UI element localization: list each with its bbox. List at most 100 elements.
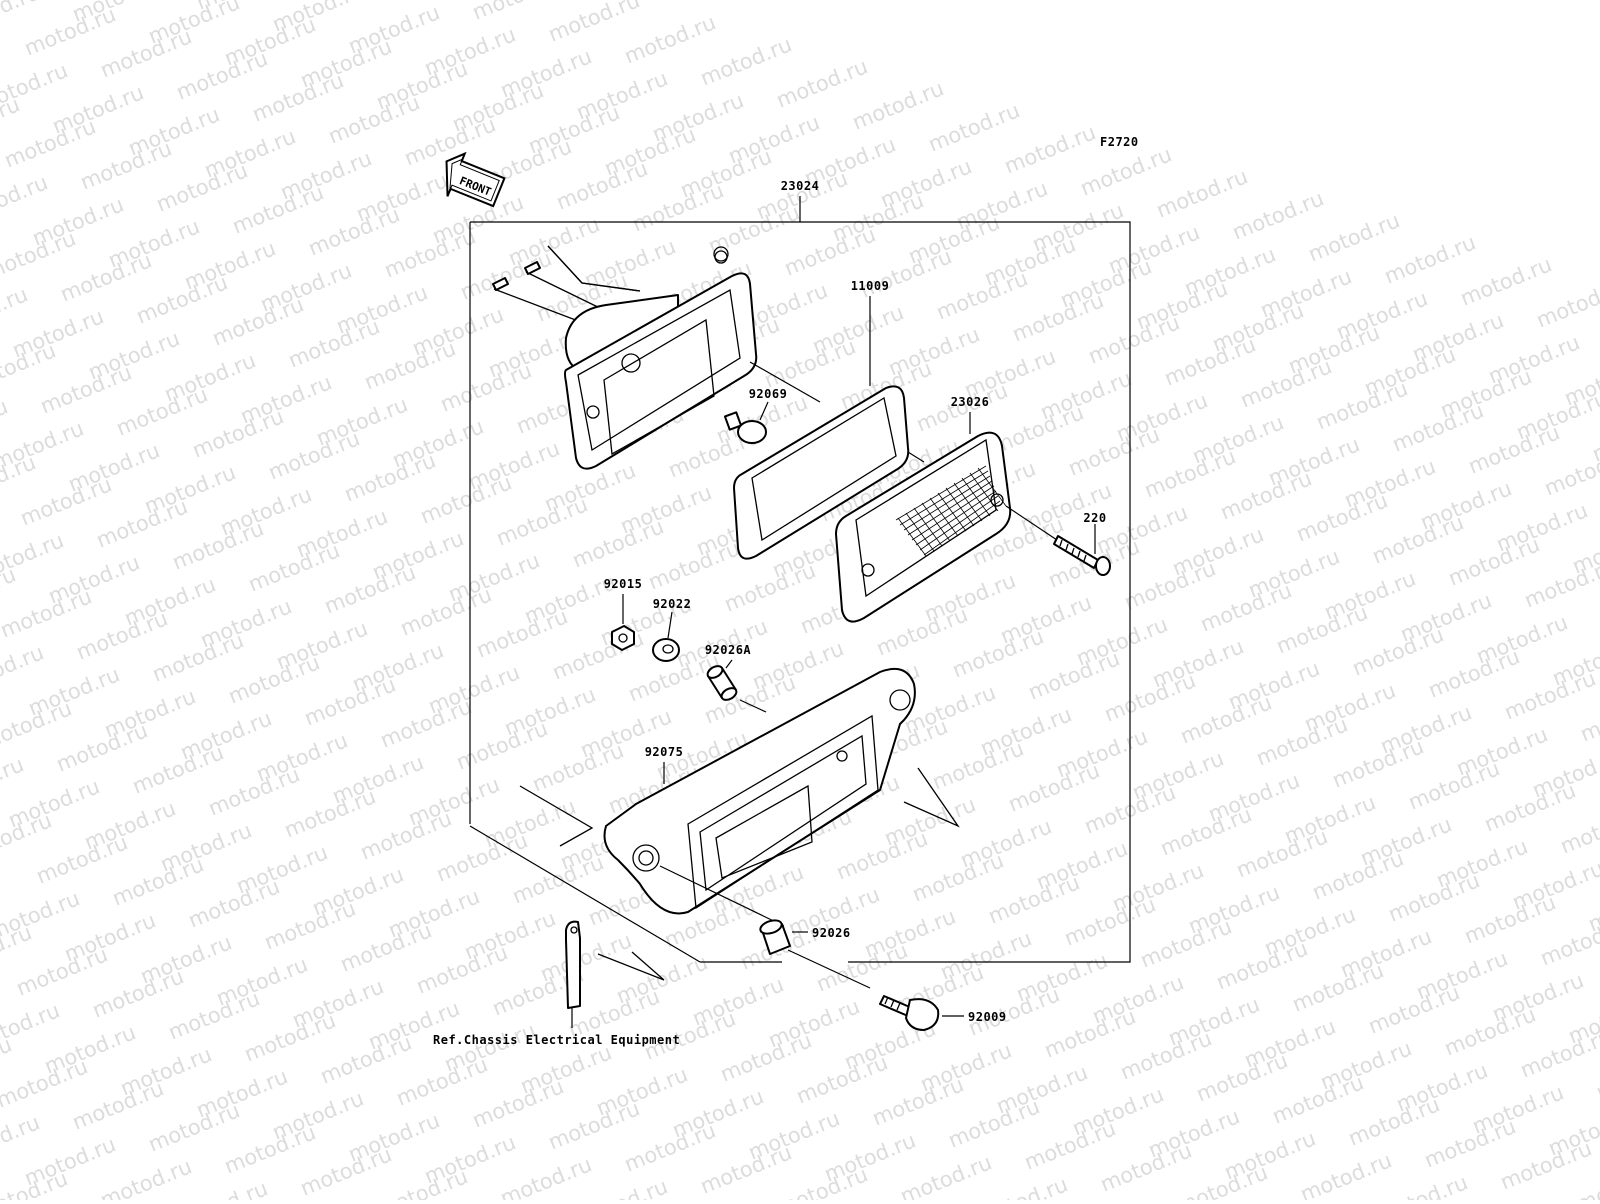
lens-grid-line xyxy=(921,502,951,542)
watermark-text: motod.ru xyxy=(545,1096,643,1154)
watermark-text: motod.ru xyxy=(1193,1048,1291,1106)
watermark-text: motod.ru xyxy=(645,536,743,594)
watermark-text: motod.ru xyxy=(1141,444,1239,502)
label-92075: 92075 xyxy=(645,745,684,759)
lens-grid-line xyxy=(895,465,987,521)
watermark-text: motod.ru xyxy=(1305,208,1403,266)
watermark-text: motod.ru xyxy=(1465,420,1563,478)
watermark-text: motod.ru xyxy=(149,628,247,686)
watermark-text: motod.ru xyxy=(1313,376,1411,434)
watermark-text: motod.ru xyxy=(705,200,803,258)
watermark-text: motod.ru xyxy=(301,672,399,730)
watermark-text: motod.ru xyxy=(265,426,363,484)
watermark-text: motod.ru xyxy=(109,852,207,910)
watermark-text: motod.ru xyxy=(1021,1116,1119,1174)
front-arrow-icon: FRONT xyxy=(445,151,506,208)
watermark-text: motod.ru xyxy=(697,1140,795,1198)
watermark-text: motod.ru xyxy=(381,224,479,282)
watermark-text: motod.ru xyxy=(361,336,459,394)
label-92026: 92026 xyxy=(812,926,851,940)
watermark-text: motod.ru xyxy=(189,404,287,462)
watermark-text: motod.ru xyxy=(1097,1138,1195,1196)
watermark-text: motod.ru xyxy=(241,1008,339,1066)
watermark-text: motod.ru xyxy=(397,582,495,640)
watermark-text: motod.ru xyxy=(925,98,1023,156)
watermark-text: motod.ru xyxy=(621,10,719,68)
watermark-text: motod.ru xyxy=(437,358,535,416)
watermark-text: motod.ru xyxy=(1213,936,1311,994)
watermark-text: motod.ru xyxy=(1557,800,1600,858)
watermark-text: motod.ru xyxy=(973,1172,1071,1200)
watermark-text: motod.ru xyxy=(0,282,31,340)
watermark-text: motod.ru xyxy=(413,940,511,998)
watermark-text: motod.ru xyxy=(849,76,947,134)
screw-220 xyxy=(1005,505,1111,576)
watermark-text: motod.ru xyxy=(357,806,455,864)
watermark-text: motod.ru xyxy=(1461,890,1559,948)
watermark-text: motod.ru xyxy=(1309,846,1407,904)
chassis-strap xyxy=(565,920,581,1028)
watermark-text: motod.ru xyxy=(393,1052,491,1110)
watermark-text: motod.ru xyxy=(1389,398,1487,456)
watermark-text: motod.ru xyxy=(1293,488,1391,546)
watermark-text: motod.ru xyxy=(1497,1136,1595,1194)
watermark-text: motod.ru xyxy=(1517,1024,1600,1082)
watermark-text: motod.ru xyxy=(153,158,251,216)
watermark-text: motod.ru xyxy=(1065,422,1163,480)
watermark-text: motod.ru xyxy=(985,870,1083,928)
watermark-text: motod.ru xyxy=(97,1154,195,1200)
watermark-text: motod.ru xyxy=(949,624,1047,682)
watermark-text: motod.ru xyxy=(493,492,591,550)
watermark-text: motod.ru xyxy=(245,538,343,596)
watermark-text: motod.ru xyxy=(717,1028,815,1086)
watermark-text: motod.ru xyxy=(1061,892,1159,950)
lens-23026 xyxy=(835,412,1012,623)
watermark-text: motod.ru xyxy=(697,32,795,90)
watermark-text: motod.ru xyxy=(721,558,819,616)
lens-grid-line xyxy=(911,485,995,541)
gasket-11009 xyxy=(733,296,910,560)
watermark-text: motod.ru xyxy=(629,178,727,236)
motion-arrows xyxy=(519,245,960,981)
label-220: 220 xyxy=(1083,511,1106,525)
watermark-text: motod.ru xyxy=(1533,274,1600,332)
watermark-text: motod.ru xyxy=(229,180,327,238)
watermark-text: motod.ru xyxy=(185,874,283,932)
lens-grid-line xyxy=(899,470,989,526)
washer-92022 xyxy=(652,611,680,662)
watermark-text: motod.ru xyxy=(1481,778,1579,836)
watermark-text: motod.ru xyxy=(1041,1004,1139,1062)
watermark-text: motod.ru xyxy=(17,472,115,530)
label-11009: 11009 xyxy=(851,279,890,293)
watermark-text: motod.ru xyxy=(933,266,1031,324)
watermark-text: motod.ru xyxy=(113,382,211,440)
watermark-text: motod.ru xyxy=(1297,1148,1395,1200)
watermark-text: motod.ru xyxy=(93,494,191,552)
watermark-text: motod.ru xyxy=(377,694,475,752)
watermark-text: motod.ru xyxy=(165,986,263,1044)
watermark-text: motod.ru xyxy=(469,1074,567,1132)
watermark-text: motod.ru xyxy=(989,400,1087,458)
watermark-text: motod.ru xyxy=(781,222,879,280)
watermark-text: motod.ru xyxy=(553,156,651,214)
watermark-text: motod.ru xyxy=(1329,734,1427,792)
watermark-text: motod.ru xyxy=(1161,332,1259,390)
lens-grid-line xyxy=(923,500,1001,556)
label-23024: 23024 xyxy=(781,179,820,193)
watermark-text: motod.ru xyxy=(1177,690,1275,748)
watermark-text: motod.ru xyxy=(857,244,955,302)
watermark-text: motod.ru xyxy=(1101,668,1199,726)
label-92026A: 92026A xyxy=(705,643,752,657)
watermark-text: motod.ru xyxy=(57,248,155,306)
watermark-text: motod.ru xyxy=(497,1152,595,1200)
watermark-text: motod.ru xyxy=(909,848,1007,906)
watermark-text: motod.ru xyxy=(1445,532,1543,590)
watermark-text: motod.ru xyxy=(337,918,435,976)
watermark-text: motod.ru xyxy=(173,46,271,104)
watermark-text: motod.ru xyxy=(169,516,267,574)
label-92022: 92022 xyxy=(653,597,692,611)
watermark-text: motod.ru xyxy=(317,1030,415,1088)
watermark-text: motod.ru xyxy=(1229,186,1327,244)
figure-code: F2720 xyxy=(1100,135,1139,149)
